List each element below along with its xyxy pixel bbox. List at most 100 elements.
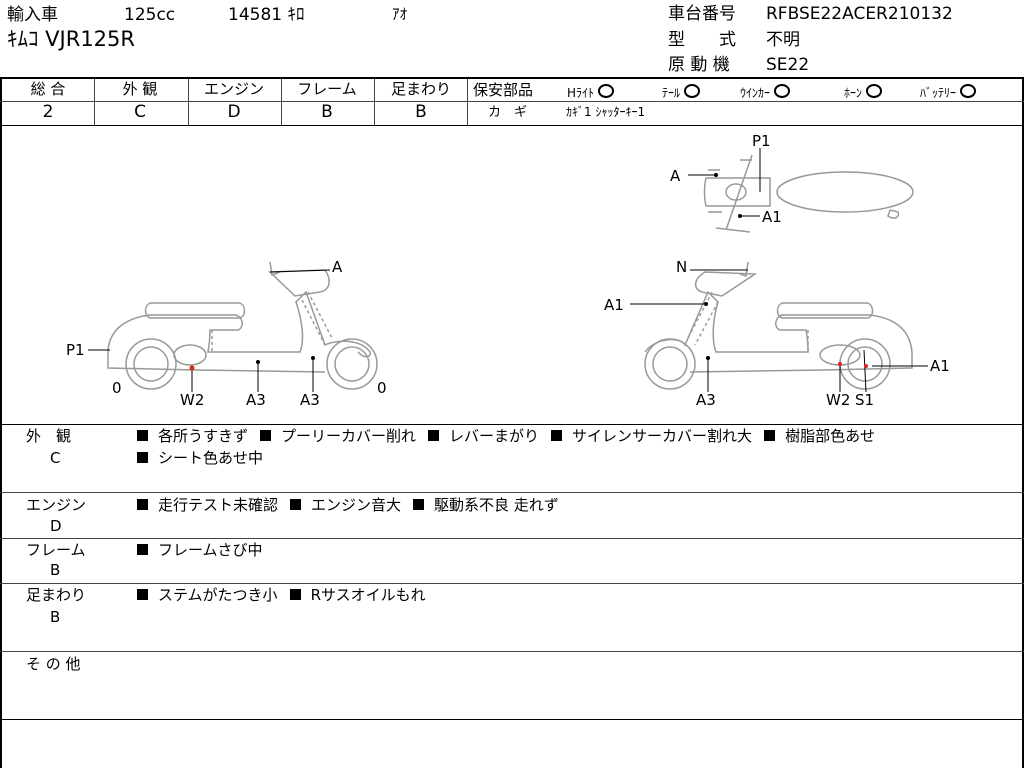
remark-suspension-item: Rサスオイルもれ (310, 586, 426, 604)
divider (188, 79, 189, 125)
divider (0, 719, 1024, 720)
diagram-top-a: A (670, 167, 681, 185)
type-label: 型 式 (668, 30, 736, 50)
remark-frame-grade: B (50, 561, 61, 579)
diagram-right-a1-1: A1 (604, 296, 624, 314)
engine-label: 原 動 機 (668, 55, 730, 75)
circle-mark-icon (960, 84, 977, 98)
safety-headlight-label: Hﾗｲﾄ (567, 86, 595, 100)
remark-exterior-label: 外 観 (26, 427, 72, 445)
scooter-right-view (644, 261, 913, 390)
sheet-border (0, 77, 1024, 768)
key-value: ｶｷﾞ1 ｼｬｯﾀｰｷｰ1 (566, 105, 646, 119)
safety-tail-label: ﾃｰﾙ (662, 86, 681, 100)
divider (0, 77, 1024, 79)
bullet-square-icon (764, 430, 776, 441)
remark-engine-item: 駆動系不良 走れず (434, 496, 559, 514)
remark-frame-item: フレームさび中 (158, 541, 263, 559)
diagram-top-p1: P1 (752, 132, 771, 150)
safety-headlight: Hﾗｲﾄ (567, 84, 615, 100)
circle-mark-icon (774, 84, 791, 98)
bullet-square-icon (260, 430, 272, 441)
divider (467, 79, 468, 125)
model-name: ｷﾑｺ VJR125R (7, 27, 135, 51)
bullet-square-icon (290, 499, 302, 510)
remark-suspension-grade: B (50, 608, 61, 626)
divider (94, 79, 95, 125)
type-value: 不明 (766, 30, 800, 50)
safety-battery: ﾊﾞｯﾃﾘｰ (920, 84, 977, 100)
divider (0, 125, 1024, 126)
grade-suspension-label: 足まわり (390, 80, 451, 98)
diagram-right-a1-2: A1 (930, 357, 950, 375)
safety-winker: ｳｲﾝｶｰ (740, 84, 791, 100)
grade-engine-label: エンジン (203, 80, 264, 98)
grade-suspension-value: B (415, 102, 427, 122)
grade-frame-value: B (321, 102, 333, 122)
circle-mark-icon (684, 84, 701, 98)
color: ｱｵ (392, 5, 408, 23)
remark-engine-label: エンジン (26, 496, 87, 514)
damage-diagram: P1 A A1 A P1 0 0 W2 A3 A3 N A1 A1 A3 W2 … (66, 132, 950, 409)
safety-horn: ﾎｰﾝ (844, 84, 883, 100)
remark-exterior-line2: シート色あせ中 (137, 451, 263, 466)
remark-exterior-item: シート色あせ中 (158, 449, 264, 467)
scooter-left-view (107, 261, 378, 390)
diagram-left-a: A (332, 258, 343, 276)
grade-overall-value: 2 (42, 102, 54, 122)
grade-frame-label: フレーム (297, 80, 357, 98)
remark-engine-line: 走行テスト未確認 エンジン音大 駆動系不良 走れず (137, 498, 559, 513)
remark-exterior-grade: C (50, 449, 61, 467)
remark-exterior-line1: 各所うすきず プーリーカバー削れ レバーまがり サイレンサーカバー割れ大 樹脂部色あせ (137, 429, 875, 444)
grade-engine-value: D (227, 102, 241, 122)
remark-suspension-line: ステムがたつき小 Rサスオイルもれ (137, 588, 426, 603)
diagram-left-tire-rear: 0 (377, 379, 387, 397)
import-label: 輸入車 (7, 5, 58, 25)
diagram-right-w2: W2 (826, 391, 850, 409)
scooter-top-view (703, 154, 914, 233)
remark-exterior-item: 樹脂部色あせ (785, 427, 876, 445)
safety-battery-label: ﾊﾞｯﾃﾘｰ (920, 86, 957, 100)
bullet-square-icon (551, 430, 563, 441)
circle-mark-icon (598, 84, 615, 98)
diagram-right-s1: S1 (855, 391, 874, 409)
bullet-square-icon (137, 452, 148, 463)
divider (374, 79, 375, 125)
divider (0, 583, 1024, 584)
remark-exterior-item: 各所うすきず (158, 427, 249, 445)
remark-exterior-item: プーリーカバー削れ (281, 427, 417, 445)
diagram-left-p1: P1 (66, 341, 85, 359)
divider (0, 538, 1024, 539)
safety-winker-label: ｳｲﾝｶｰ (740, 86, 771, 100)
circle-mark-icon (866, 84, 883, 98)
diagram-left-a3-2: A3 (300, 391, 320, 409)
bullet-square-icon (428, 430, 440, 441)
remark-suspension-label: 足まわり (26, 586, 87, 604)
safety-tail: ﾃｰﾙ (662, 84, 701, 100)
frame-no-label: 車台番号 (668, 4, 736, 24)
divider (0, 101, 468, 102)
remark-frame-label: フレーム (26, 541, 86, 559)
safety-horn-label: ﾎｰﾝ (844, 86, 863, 100)
divider (281, 79, 282, 125)
remark-frame-line: フレームさび中 (137, 543, 263, 558)
divider (468, 101, 1024, 102)
remark-engine-item: 走行テスト未確認 (158, 496, 279, 514)
bullet-square-icon (137, 499, 148, 510)
remark-engine-item: エンジン音大 (311, 496, 402, 514)
diagram-right-a3: A3 (696, 391, 716, 409)
mileage: 14581 ｷﾛ (228, 5, 305, 25)
grade-exterior-value: C (134, 102, 146, 122)
bullet-square-icon (137, 589, 148, 600)
bullet-square-icon (137, 544, 148, 555)
displacement: 125cc (124, 5, 176, 25)
remark-exterior-item: サイレンサーカバー割れ大 (572, 427, 753, 445)
remark-other-label: そ の 他 (26, 655, 81, 673)
divider (0, 492, 1024, 493)
remark-engine-grade: D (50, 517, 62, 535)
remark-exterior-item: レバーまがり (449, 427, 540, 445)
remark-suspension-item: ステムがたつき小 (158, 586, 278, 604)
frame-no: RFBSE22ACER210132 (766, 4, 953, 24)
diagram-left-tire-front: 0 (112, 379, 122, 397)
